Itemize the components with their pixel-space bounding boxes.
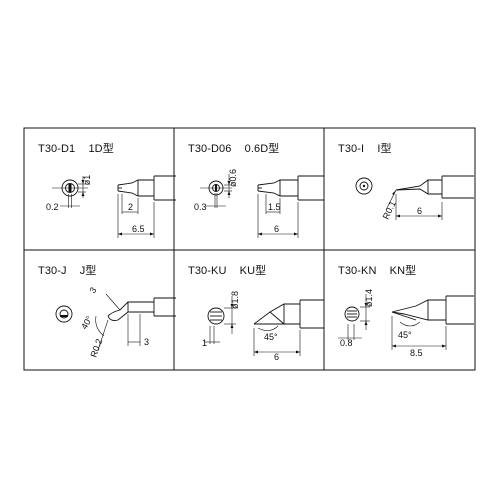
tip-drawing: ø1 0.2 2 <box>46 175 176 238</box>
tip-side-view: 45° 6 <box>253 299 324 362</box>
dim-length: 6 <box>274 352 279 362</box>
tip-side-view: 3 40° R0.2 3 <box>79 285 176 359</box>
dim-diameter: ø1 <box>82 175 92 186</box>
dim-face: 1 <box>202 338 207 348</box>
tip-end-view: ø0.6 0.3 <box>194 169 238 212</box>
tip-side-view: 45° 8.5 <box>391 295 474 358</box>
tip-side-view: R0.1 6 <box>381 175 474 221</box>
tip-drawing: R0.1 6 <box>355 175 474 221</box>
tip-side-view: 1.5 6 <box>257 175 324 238</box>
model-code: T30-I <box>338 143 365 155</box>
dim-face: 0.8 <box>340 338 353 348</box>
type-label: KN型 <box>389 265 417 277</box>
dim-angle: 45° <box>398 330 412 340</box>
dim-depth: 0.2 <box>46 202 59 212</box>
tip-drawing: ø0.6 0.3 1.5 <box>194 169 324 238</box>
cell-title: T30-KN KN型 <box>338 262 416 278</box>
tip-drawing: ø1.4 0.8 45° 8.5 <box>338 289 474 358</box>
tip-cell-kn: T30-KN KN型 ø1.4 0.8 <box>324 250 474 365</box>
dim-diameter: ø1.8 <box>230 291 240 309</box>
model-code: T30-KN <box>338 265 377 277</box>
tip-end-view <box>55 305 73 323</box>
type-label: J型 <box>79 265 97 277</box>
tip-cell-i: T30-I I型 R0.1 <box>324 128 474 243</box>
model-code: T30-J <box>38 265 67 277</box>
type-label: 0.6D型 <box>244 143 280 155</box>
cell-title: T30-D1 1D型 <box>38 140 114 156</box>
dim-length: 3 <box>144 337 149 347</box>
tip-cell-j: T30-J J型 3 40° R0.2 <box>24 250 176 365</box>
dim-angle: 40° <box>79 314 95 331</box>
tip-drawing: 3 40° R0.2 3 <box>55 285 176 359</box>
dim-length: 8.5 <box>410 348 423 358</box>
model-code: T30-KU <box>188 265 227 277</box>
model-code: T30-D06 <box>188 143 232 155</box>
cell-title: T30-KU KU型 <box>188 262 266 278</box>
type-label: I型 <box>377 143 392 155</box>
dim-height: 3 <box>87 285 98 295</box>
type-label: KU型 <box>239 265 267 277</box>
tip-cell-d1: T30-D1 1D型 ø1 0.2 <box>24 128 176 243</box>
dim-taper: 2 <box>128 202 133 212</box>
tip-end-view: ø1 0.2 <box>46 175 92 212</box>
tip-end-view: ø1.8 1 <box>202 291 240 348</box>
dim-angle: 45° <box>264 332 278 342</box>
dim-radius: R0.1 <box>381 199 398 220</box>
dim-radius: R0.2 <box>88 337 104 358</box>
dim-diameter: ø1.4 <box>364 289 374 307</box>
dim-diameter: ø0.6 <box>228 169 238 187</box>
dim-depth: 0.3 <box>194 202 207 212</box>
tip-end-view: ø1.4 0.8 <box>338 289 374 348</box>
model-code: T30-D1 <box>38 143 76 155</box>
dim-taper: 1.5 <box>268 202 281 212</box>
cell-title: T30-J J型 <box>38 262 96 278</box>
tip-side-view: 2 6.5 <box>117 175 176 238</box>
type-label: 1D型 <box>88 143 114 155</box>
tip-cell-d06: T30-D06 0.6D型 ø0.6 0.3 <box>174 128 324 243</box>
tip-cell-ku: T30-KU KU型 ø1.8 1 <box>174 250 324 365</box>
cell-title: T30-D06 0.6D型 <box>188 140 279 156</box>
cell-title: T30-I I型 <box>338 140 392 156</box>
dim-length: 6 <box>417 206 422 216</box>
dim-length: 6.5 <box>132 224 145 234</box>
dim-length: 6 <box>274 224 279 234</box>
tip-end-view <box>355 177 373 195</box>
tip-drawing: ø1.8 1 45° 6 <box>202 291 324 362</box>
